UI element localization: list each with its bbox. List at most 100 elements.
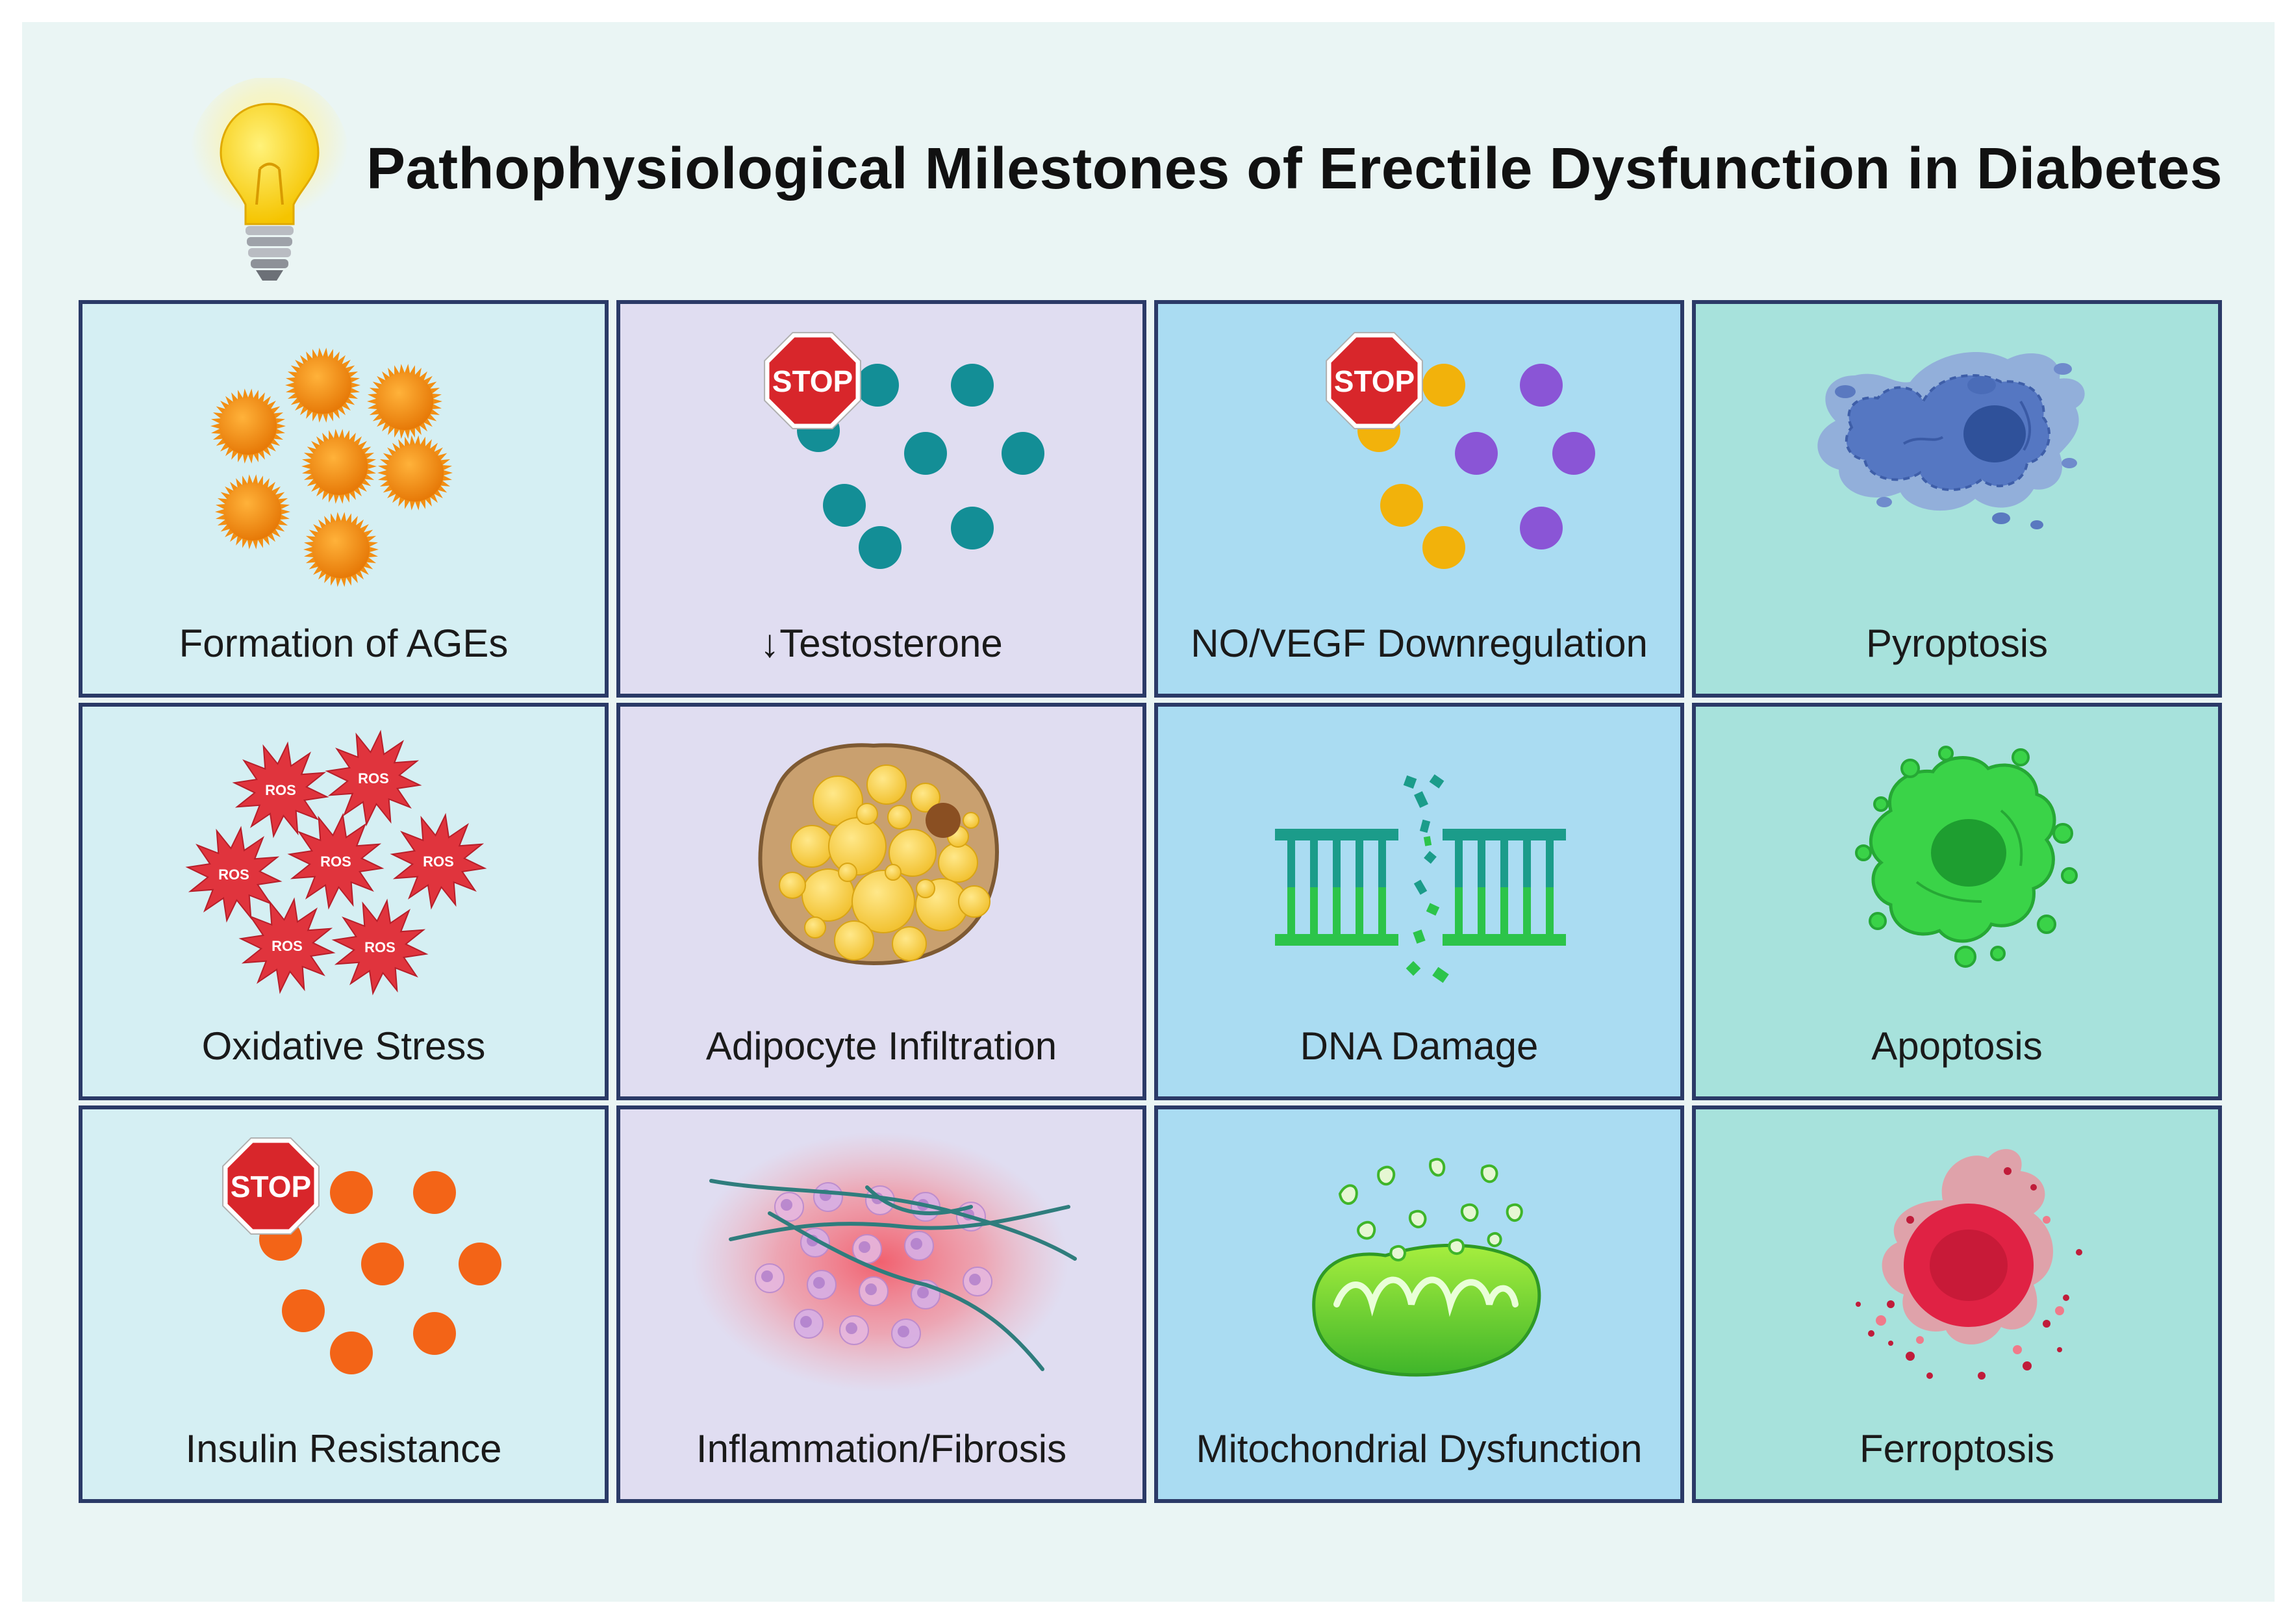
- svg-text:ROS: ROS: [358, 770, 389, 787]
- ages-cluster-icon: [210, 347, 453, 587]
- dna-rung: [1378, 840, 1386, 887]
- cell-label: Adipocyte Infiltration: [705, 1024, 1057, 1068]
- molecule-dot: [1520, 364, 1563, 407]
- ros-burst: ROS: [325, 729, 422, 827]
- cell-dna-damage: DNA Damage: [1154, 703, 1684, 1100]
- dna-rung: [1356, 840, 1363, 887]
- fat-droplet: [885, 864, 902, 881]
- immune-cell: [963, 1267, 992, 1296]
- fat-droplet: [838, 863, 857, 882]
- stop-no-vegf-icon: STOP: [1326, 332, 1595, 569]
- fat-droplet: [938, 842, 978, 883]
- dna-rung: [1333, 887, 1341, 934]
- dna-rung: [1546, 887, 1554, 934]
- molecule-dot: [282, 1289, 325, 1332]
- adipocyte-icon: [758, 743, 999, 966]
- svg-text:ROS: ROS: [265, 782, 296, 798]
- pyroptosis-cell-icon: [1817, 351, 2085, 529]
- dna-rung: [1287, 840, 1295, 887]
- dna-rung: [1287, 887, 1295, 934]
- svg-text:STOP: STOP: [231, 1170, 311, 1204]
- cell-insulin-resistance: STOP Insulin Resistance: [79, 1105, 609, 1503]
- dna-rung: [1310, 840, 1318, 887]
- molecule-dot: [856, 364, 899, 407]
- immune-cell: [774, 1192, 804, 1222]
- age-particle: [377, 435, 453, 511]
- molecule-dot: [1520, 507, 1563, 549]
- age-particle: [215, 474, 290, 549]
- mitochondrion-icon: [1312, 1157, 1541, 1377]
- ros-burst: ROS: [390, 813, 487, 910]
- dna-rung: [1455, 840, 1463, 887]
- molecule-dot: [951, 364, 994, 407]
- molecule-dot: [951, 507, 994, 549]
- cell-label: ↓Testosterone: [760, 622, 1003, 665]
- cell-formation-of-ages: Formation of AGEs: [79, 300, 609, 698]
- immune-cell: [852, 1234, 882, 1264]
- figure-title: Pathophysiological Milestones of Erectil…: [366, 136, 2223, 201]
- lightbulb-icon: [190, 78, 349, 281]
- molecule-dot: [904, 432, 947, 475]
- molecule-dot: [859, 526, 902, 569]
- cell-adipocyte-infiltration: Adipocyte Infiltration: [616, 703, 1146, 1100]
- cell-label: Oxidative Stress: [201, 1024, 486, 1068]
- molecule-dot: [1552, 432, 1595, 475]
- cell-label: DNA Damage: [1300, 1024, 1539, 1068]
- fat-droplet: [828, 817, 887, 876]
- ros-burst: ROS: [232, 741, 329, 839]
- fat-droplet: [866, 764, 907, 805]
- svg-text:STOP: STOP: [772, 364, 853, 398]
- svg-text:ROS: ROS: [364, 939, 396, 955]
- cell-pyroptosis: Pyroptosis: [1692, 300, 2222, 698]
- svg-text:ROS: ROS: [320, 853, 351, 870]
- ros-burst: ROS: [331, 898, 429, 996]
- cell-label: Pyroptosis: [1865, 622, 2049, 665]
- cell-ferroptosis: Ferroptosis: [1692, 1105, 2222, 1503]
- immune-cell: [813, 1182, 843, 1212]
- fat-droplet: [804, 916, 826, 939]
- fat-droplet: [892, 926, 927, 961]
- dna-rung: [1500, 840, 1508, 887]
- cell-mitochondrial-dysfunction: Mitochondrial Dysfunction: [1154, 1105, 1684, 1503]
- cell-label: Apoptosis: [1871, 1024, 2043, 1068]
- cell-label: Insulin Resistance: [185, 1427, 502, 1471]
- immune-cell: [839, 1315, 869, 1345]
- cell-apoptosis: Apoptosis: [1692, 703, 2222, 1100]
- ros-burst: ROS: [238, 897, 336, 994]
- molecule-dot: [361, 1243, 404, 1285]
- dna-rung: [1546, 840, 1554, 887]
- molecule-dot: [330, 1332, 373, 1374]
- dna-rung: [1310, 887, 1318, 934]
- cell-inflammation-fibrosis: Inflammation/Fibrosis: [616, 1105, 1146, 1503]
- fat-droplet: [852, 870, 915, 933]
- age-particle: [303, 512, 379, 587]
- svg-text:ROS: ROS: [423, 853, 454, 870]
- header: Pathophysiological Milestones of Erectil…: [22, 22, 2275, 301]
- dna-rung: [1455, 887, 1463, 934]
- fat-droplet: [916, 879, 935, 898]
- milestones-grid: Formation of AGEs STOP ↓Testosterone STO…: [79, 300, 2222, 1520]
- svg-text:ROS: ROS: [271, 938, 303, 954]
- fat-droplet: [958, 885, 990, 918]
- immune-cell: [904, 1231, 934, 1261]
- molecule-dot: [1422, 526, 1465, 569]
- molecule-dot: [1422, 364, 1465, 407]
- immune-cell: [859, 1276, 889, 1306]
- molecule-dot: [1455, 432, 1498, 475]
- age-particle: [301, 429, 377, 504]
- molecule-dot: [823, 484, 866, 527]
- molecule-dot: [413, 1312, 456, 1355]
- age-particle: [367, 364, 442, 439]
- figure-canvas: Pathophysiological Milestones of Erectil…: [22, 22, 2275, 1602]
- molecule-dot: [1380, 484, 1423, 527]
- dna-rung: [1356, 887, 1363, 934]
- cell-testosterone: STOP ↓Testosterone: [616, 300, 1146, 698]
- apoptotic-cell-icon: [1855, 746, 2078, 968]
- dna-rung: [1478, 840, 1485, 887]
- cell-label: Inflammation/Fibrosis: [696, 1427, 1067, 1471]
- dna-rung: [1523, 840, 1531, 887]
- cell-label: Formation of AGEs: [179, 622, 509, 665]
- fat-droplet: [856, 803, 878, 825]
- fat-droplet: [963, 812, 979, 829]
